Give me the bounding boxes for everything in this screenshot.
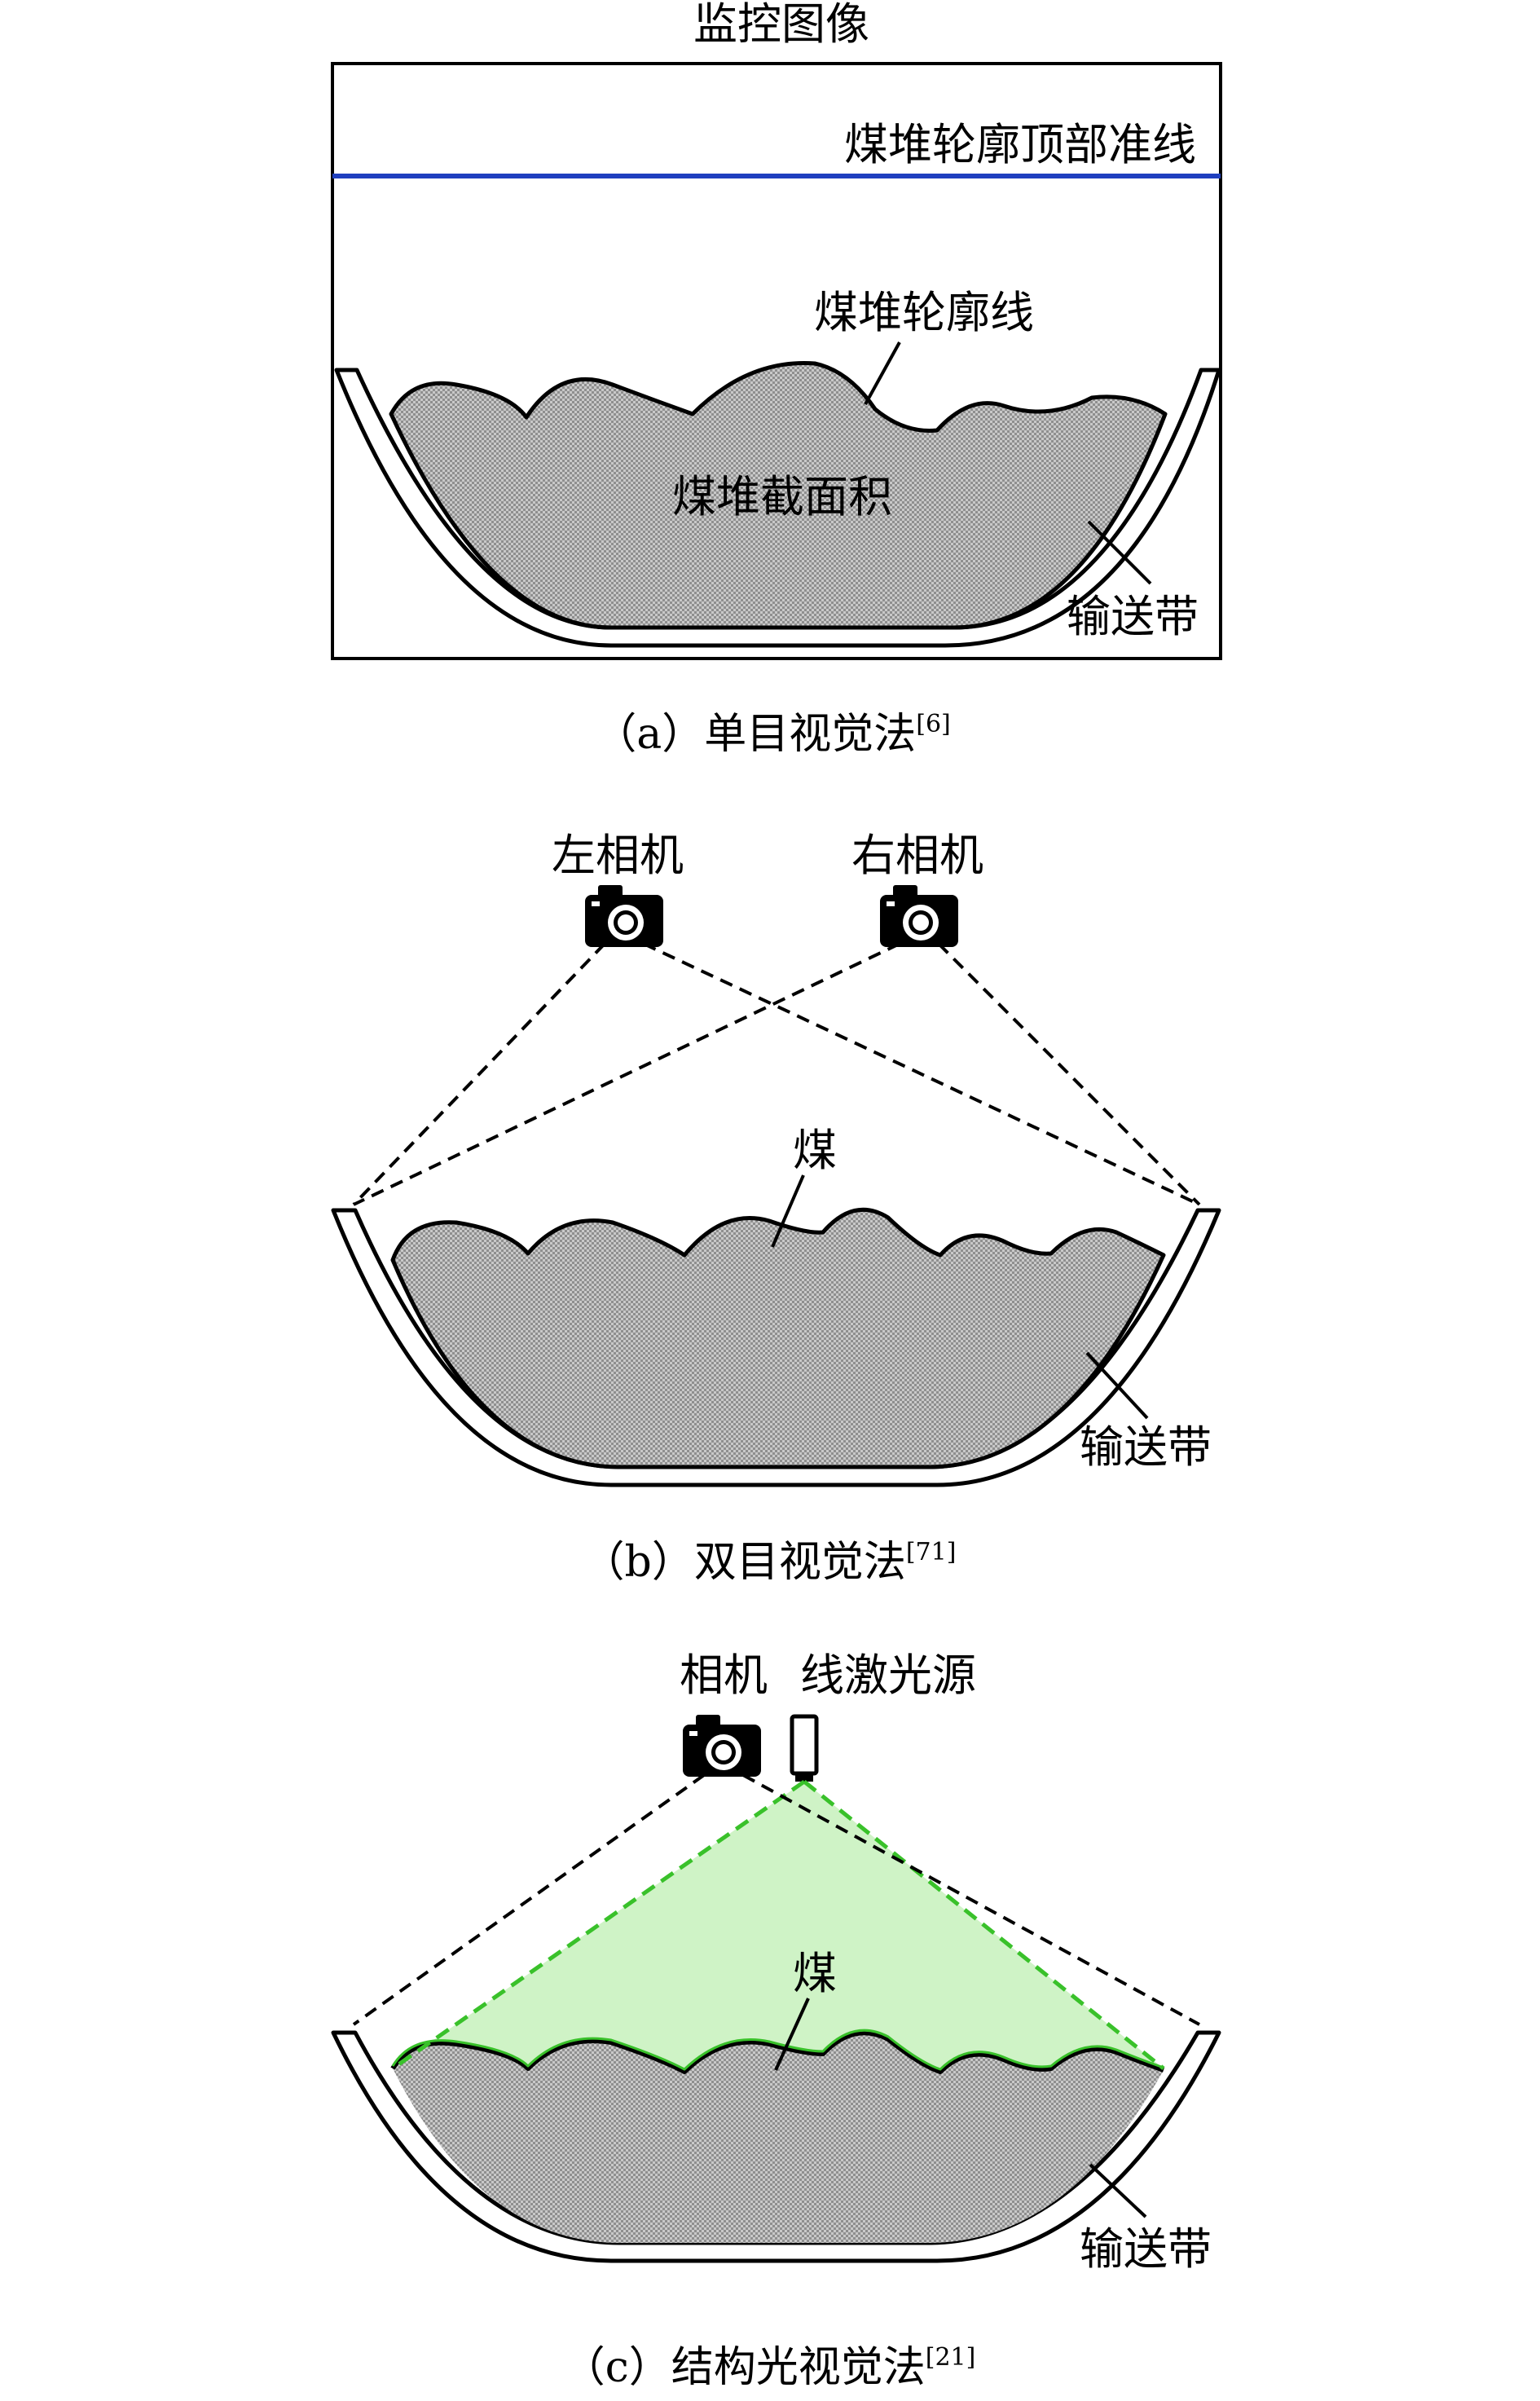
contour-label: 煤堆轮廓线 [814, 287, 1034, 338]
camera-icon [585, 885, 663, 947]
belt-label-b: 输送带 [1080, 1421, 1212, 1473]
laser-source-label: 线激光源 [800, 1650, 976, 1701]
coal-pile [390, 1207, 1166, 1469]
panel-a: 监控图像 煤堆轮廓顶部准线 煤堆轮廓线 煤堆截面积 输送带 （a）单目视觉法[6… [331, 0, 1222, 759]
coal-pile-area [389, 361, 1168, 630]
belt-leader-c [1089, 2163, 1147, 2218]
camera-icon [880, 885, 958, 947]
laser-stripe-on-coal [390, 2030, 1165, 2074]
coal-label-b: 煤 [793, 1125, 837, 1176]
camera-label-c: 相机 [680, 1650, 768, 1701]
conveyor-belt [331, 2030, 1221, 2263]
caption-c: （c）结构光视觉法[21] [563, 2343, 976, 2392]
monitor-image-frame [331, 62, 1222, 660]
caption-b: （b）双目视觉法[71] [583, 1538, 957, 1587]
laser-light-sheet [393, 1782, 1164, 2068]
coal-leader-c [774, 1998, 810, 2071]
top-guideline-label: 煤堆轮廓顶部准线 [844, 119, 1196, 170]
laser-source-icon [790, 1714, 819, 1782]
left-camera-label: 左相机 [552, 830, 684, 881]
panel-b: 左相机 右相机 煤 输送带 （b）双目视觉法[71] [331, 830, 1221, 1587]
camera-sight-lines [352, 1773, 1200, 2026]
area-label: 煤堆截面积 [672, 471, 892, 522]
belt-leader-b [1085, 1351, 1149, 1420]
coal-pile [393, 2033, 1164, 2243]
belt-label-c: 输送带 [1080, 2223, 1212, 2275]
right-camera-label: 右相机 [851, 830, 983, 881]
camera-sight-lines [352, 942, 1201, 1206]
coal-label-c: 煤 [793, 1948, 837, 1999]
coal-leader-b [771, 1174, 805, 1248]
panel-c: 相机 线激光源 煤 输送带 （c）结构光视觉法[21] [331, 1650, 1221, 2392]
camera-icon [683, 1715, 761, 1777]
caption-a: （a）单目视觉法[6] [594, 710, 951, 759]
belt-label-a: 输送带 [1067, 591, 1199, 642]
belt-leader-a [1087, 520, 1152, 585]
panel-a-title: 监控图像 [693, 0, 869, 50]
laser-stripe-highlight [391, 2029, 1164, 2071]
contour-leader [864, 341, 901, 405]
laser-edge-lines [391, 1779, 1165, 2071]
